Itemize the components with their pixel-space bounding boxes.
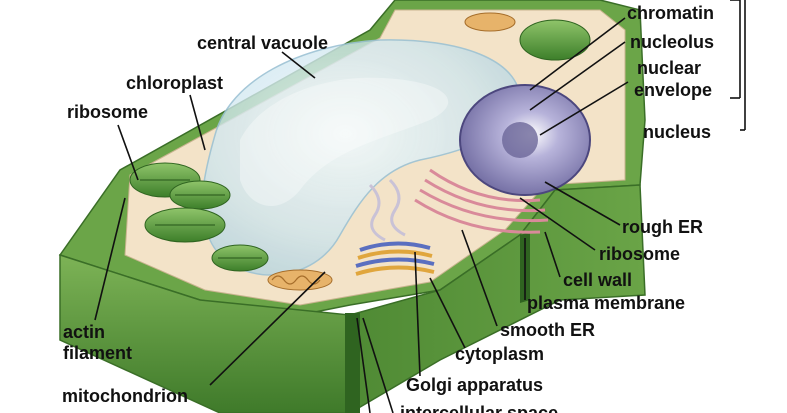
label-cytoplasm: cytoplasm [455,344,545,364]
label-intercellular-partial: intercellular space [400,403,559,413]
label-chloroplast: chloroplast [126,73,224,93]
label-nuclear-line1: nuclear [637,58,702,78]
label-ribosome-left: ribosome [67,102,149,122]
label-rough-er: rough ER [622,217,703,237]
cell-wall-front-face [59,253,351,413]
mitochondrion-shape [267,269,333,291]
label-golgi-apparatus: Golgi apparatus [406,375,544,395]
label-cell-wall: cell wall [563,270,633,290]
chloroplast-group [129,162,269,272]
leader-lines [94,0,746,413]
mitochondrion-cristae [271,275,321,285]
label-mitochondrion: mitochondrion [62,386,188,406]
label-plasma-membrane: plasma membrane [527,293,686,313]
adjacent-wall [345,313,360,413]
chloroplast-top-right [519,19,591,61]
cell-wall-right-face [349,184,646,413]
label-actin-line1: actin [63,322,106,342]
nucleolus-shape [502,122,538,158]
central-vacuole-shape [201,39,521,276]
label-smooth-er: smooth ER [500,320,596,340]
golgi-shape [355,241,435,276]
label-ribosome-right: ribosome [599,244,681,264]
label-actin-line2: filament [63,343,133,363]
smooth-er-shape [368,178,406,242]
label-nuclear-line2: envelope [634,80,713,100]
central-vacuole-highlight [240,77,449,207]
label-central-vacuole: central vacuole [197,33,329,53]
rough-er-shape [414,168,549,234]
label-nucleolus: nucleolus [630,32,715,52]
mitochondrion-shape-top [464,12,516,32]
label-nucleus: nucleus [643,122,712,142]
label-chromatin: chromatin [627,3,715,23]
